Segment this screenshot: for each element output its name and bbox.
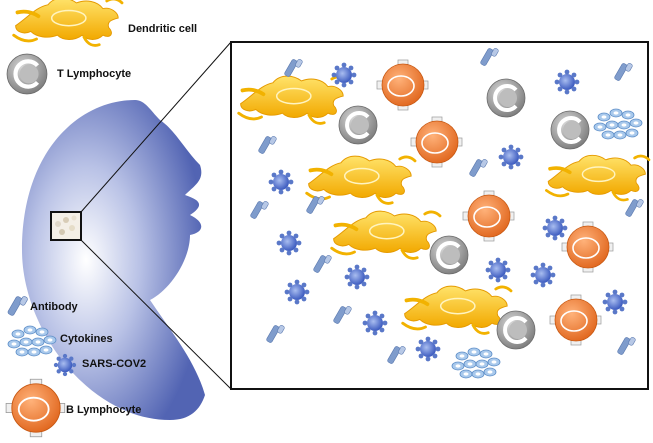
legend-dendritic-cell-icon bbox=[11, 0, 124, 48]
sars-cov2-virus bbox=[276, 230, 302, 256]
zoom-line-bottom bbox=[80, 239, 232, 390]
legend-label-b-lymphocyte: B Lymphocyte bbox=[66, 404, 142, 416]
legend-label-sars-cov2: SARS-COV2 bbox=[82, 358, 147, 370]
sars-cov2-virus bbox=[268, 169, 294, 195]
t-lymphocyte bbox=[495, 309, 537, 351]
head-silhouette bbox=[22, 100, 205, 420]
t-lymphocyte bbox=[428, 234, 470, 276]
legend-t-lymphocyte-icon bbox=[7, 54, 47, 94]
sars-cov2-virus bbox=[344, 264, 370, 290]
legend-label-t-lymphocyte: T Lymphocyte bbox=[57, 68, 132, 80]
sars-cov2-virus bbox=[485, 257, 511, 283]
sars-cov2-virus bbox=[542, 215, 568, 241]
sars-cov2-virus bbox=[331, 62, 357, 88]
t-lymphocyte bbox=[337, 104, 379, 146]
sars-cov2-virus bbox=[554, 69, 580, 95]
sars-cov2-virus bbox=[415, 336, 441, 362]
sars-cov2-virus bbox=[602, 289, 628, 315]
legend-antibody-icon bbox=[6, 295, 29, 317]
sars-cov2-virus bbox=[362, 310, 388, 336]
sars-cov2-virus bbox=[284, 279, 310, 305]
zoom-line-top bbox=[80, 41, 232, 213]
t-lymphocyte bbox=[549, 109, 591, 151]
t-lymphocyte bbox=[485, 77, 527, 119]
nose-inset bbox=[50, 211, 82, 241]
legend-label-antibody: Antibody bbox=[30, 301, 78, 313]
legend-label-cytokines: Cytokines bbox=[60, 333, 113, 345]
legend-sars-cov2-icon bbox=[53, 353, 77, 377]
legend-label-dendritic-cell: Dendritic cell bbox=[128, 23, 198, 35]
sars-cov2-virus bbox=[530, 262, 556, 288]
sars-cov2-virus bbox=[498, 144, 524, 170]
legend-b-lymphocyte-icon bbox=[5, 378, 66, 438]
